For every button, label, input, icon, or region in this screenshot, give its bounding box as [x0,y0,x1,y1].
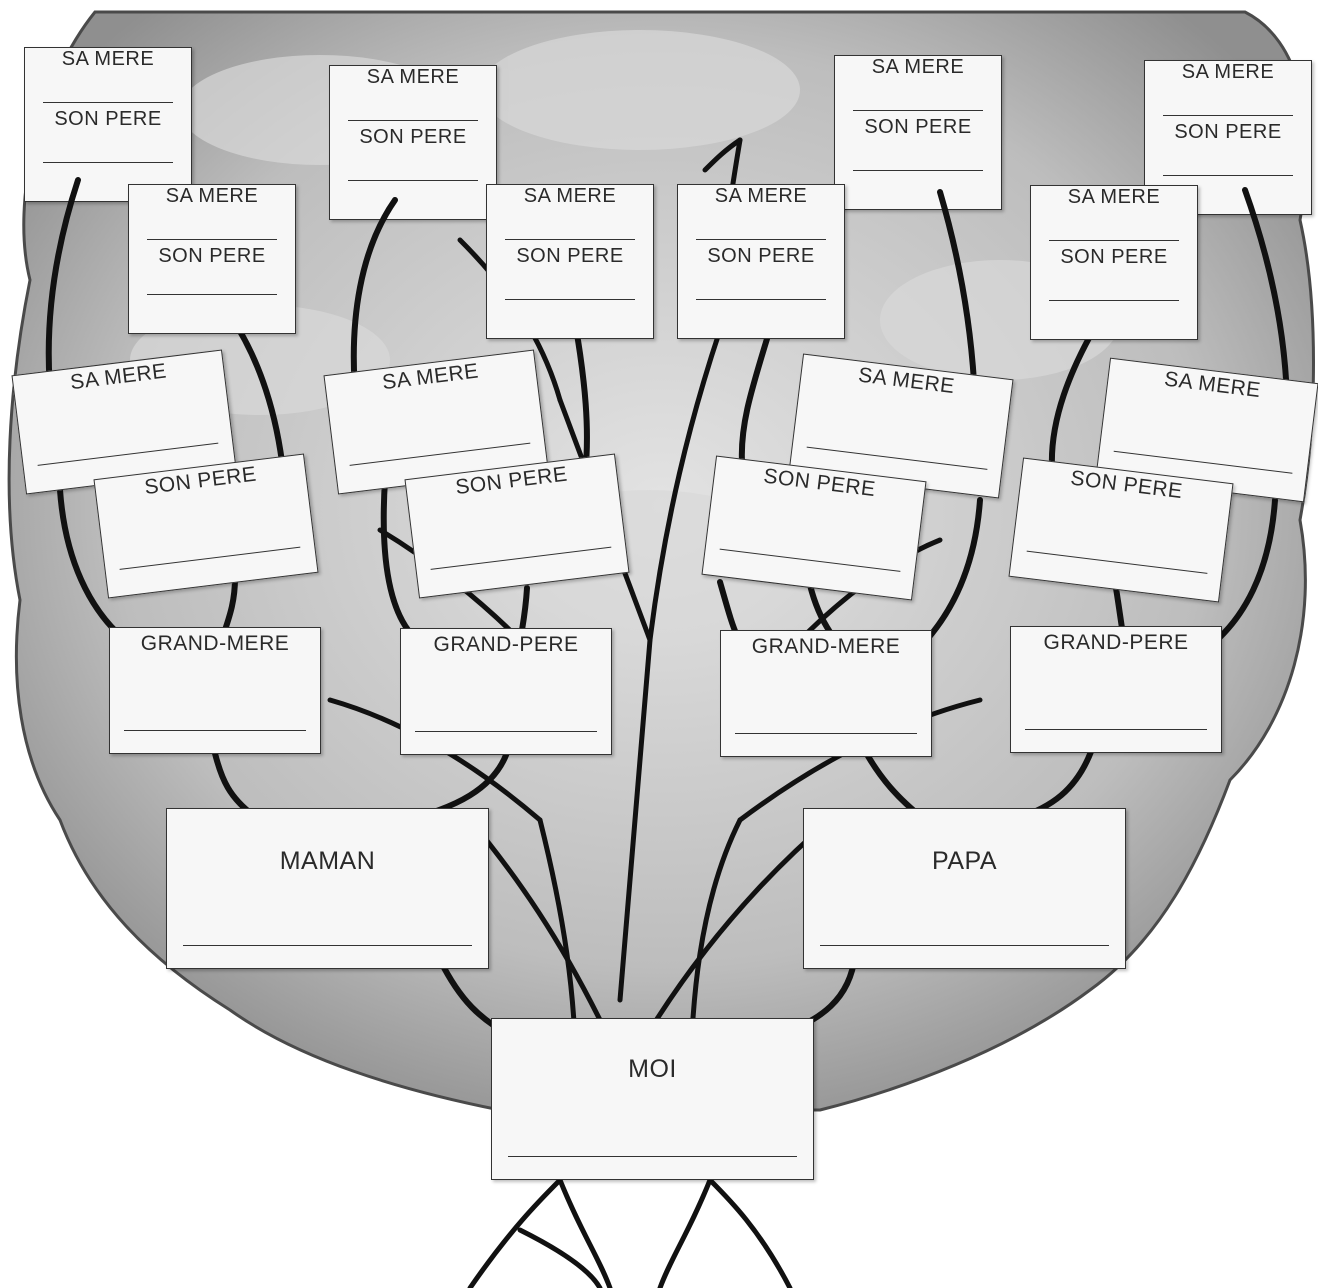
card-label: GRAND-PERE [1043,631,1189,654]
grandmother-paternal-card: GRAND-MERE [720,630,932,757]
card-father-label: SON PERE [707,245,815,267]
father-name-line[interactable] [1049,300,1179,301]
name-line[interactable] [508,1156,797,1157]
card-label: GRAND-MERE [140,632,290,655]
great-great-card: SA MERE SON PERE [834,55,1002,210]
father-name-line[interactable] [348,180,478,181]
father-label: PAPA [932,847,997,875]
card-label: GRAND-PERE [433,633,579,656]
mother-name-line[interactable] [505,239,635,240]
card-mother-label: SA MERE [366,66,460,88]
card-mother-label: SA MERE [871,56,965,78]
name-line[interactable] [349,442,531,466]
card-father-label: SON PERE [864,116,972,138]
great-great-card: SA MERE SON PERE [24,47,192,202]
great-grandfather-card: SON PERE [701,455,927,601]
great-grandfather-card: SON PERE [93,453,319,599]
name-line[interactable] [124,730,306,731]
card-mother-label: SA MERE [1067,186,1161,208]
card-father-label: SON PERE [516,245,624,267]
name-line[interactable] [820,945,1109,946]
mother-label: MAMAN [279,847,376,875]
mother-name-line[interactable] [348,120,478,121]
name-line[interactable] [119,546,301,570]
father-name-line[interactable] [147,294,277,295]
mother-name-line[interactable] [147,239,277,240]
great-great-card: SA MERE SON PERE [1030,185,1198,340]
father-name-line[interactable] [696,299,826,300]
father-card: PAPA [803,808,1126,969]
card-father-label: SON PERE [158,245,266,267]
me-label: MOI [628,1055,677,1083]
grandmother-maternal-card: GRAND-MERE [109,627,321,754]
card-mother-label: SA MERE [165,185,259,207]
name-line[interactable] [1025,729,1207,730]
mother-name-line[interactable] [853,110,983,111]
father-name-line[interactable] [853,170,983,171]
card-mother-label: SA MERE [523,185,617,207]
father-name-line[interactable] [43,162,173,163]
name-line[interactable] [735,733,917,734]
card-label: GRAND-MERE [751,635,901,658]
card-father-label: SON PERE [54,108,162,130]
great-great-card: SA MERE SON PERE [677,184,845,339]
name-line[interactable] [1113,450,1293,474]
card-father-label: SON PERE [1060,246,1168,268]
name-line[interactable] [430,546,612,570]
great-great-card: SA MERE SON PERE [486,184,654,339]
grandfather-paternal-card: GRAND-PERE [1010,626,1222,753]
great-great-card: SA MERE SON PERE [329,65,497,220]
father-name-line[interactable] [505,299,635,300]
name-line[interactable] [806,446,988,470]
name-line[interactable] [719,548,901,572]
name-line[interactable] [415,731,597,732]
father-name-line[interactable] [1163,175,1293,176]
mother-name-line[interactable] [1163,115,1293,116]
mother-name-line[interactable] [43,102,173,103]
name-line[interactable] [37,442,219,466]
card-mother-label: SA MERE [714,185,808,207]
mother-card: MAMAN [166,808,489,969]
great-grandfather-card: SON PERE [1008,457,1234,603]
great-great-card: SA MERE SON PERE [128,184,296,334]
mother-name-line[interactable] [696,239,826,240]
card-mother-label: SA MERE [1181,61,1275,83]
card-father-label: SON PERE [1174,121,1282,143]
card-father-label: SON PERE [359,126,467,148]
me-card: MOI [491,1018,814,1180]
card-mother-label: SA MERE [61,48,155,70]
grandfather-maternal-card: GRAND-PERE [400,628,612,755]
name-line[interactable] [1026,550,1208,574]
mother-name-line[interactable] [1049,240,1179,241]
great-grandfather-card: SON PERE [404,453,630,599]
name-line[interactable] [183,945,472,946]
